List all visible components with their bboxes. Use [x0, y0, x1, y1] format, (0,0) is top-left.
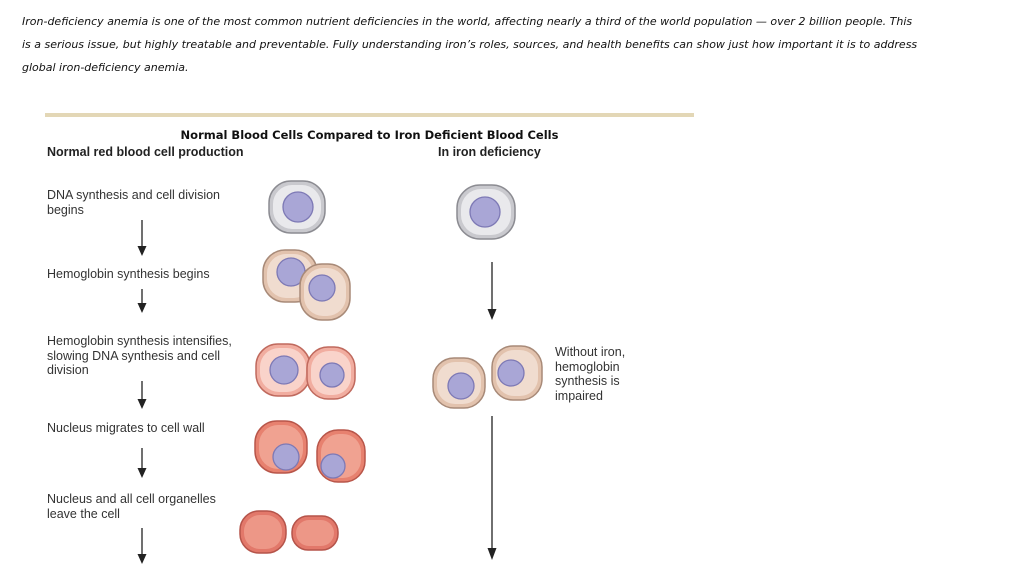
deficiency-note: Without iron, hemoglobin synthesis is im… [555, 345, 626, 403]
blood-cell-icon [431, 356, 487, 410]
blood-cell-icon [298, 262, 352, 322]
step-label-nucleus-migrates: Nucleus migrates to cell wall [47, 421, 205, 435]
down-arrow-icon [137, 528, 147, 564]
figure-divider [45, 113, 694, 117]
intro-paragraph: Iron-deficiency anemia is one of the mos… [22, 15, 918, 74]
step-label-nucleus-leaves: Nucleus and all cell organelles leave th… [47, 492, 216, 521]
blood-cell-icon [290, 514, 340, 552]
down-arrow-icon [137, 220, 147, 256]
blood-cell-icon [267, 179, 327, 235]
blood-cell-icon [315, 428, 367, 484]
blood-cell-icon [253, 419, 309, 475]
blood-cell-icon [254, 342, 312, 398]
step-label-hemoglobin-begins: Hemoglobin synthesis begins [47, 267, 210, 281]
blood-cell-icon [305, 345, 357, 401]
right-column-header: In iron deficiency [438, 145, 541, 159]
left-column-header: Normal red blood cell production [47, 145, 244, 159]
blood-cell-icon [455, 183, 517, 241]
down-arrow-icon [487, 416, 497, 560]
down-arrow-icon [487, 262, 497, 320]
down-arrow-icon [137, 289, 147, 313]
step-label-dna-synthesis: DNA synthesis and cell division begins [47, 188, 220, 217]
down-arrow-icon [137, 448, 147, 478]
step-label-hemoglobin-intensifies: Hemoglobin synthesis intensifies, slowin… [47, 334, 232, 377]
blood-cell-icon [238, 509, 288, 555]
figure-title: Normal Blood Cells Compared to Iron Defi… [180, 128, 559, 142]
down-arrow-icon [137, 381, 147, 409]
blood-cell-icon [490, 344, 544, 402]
